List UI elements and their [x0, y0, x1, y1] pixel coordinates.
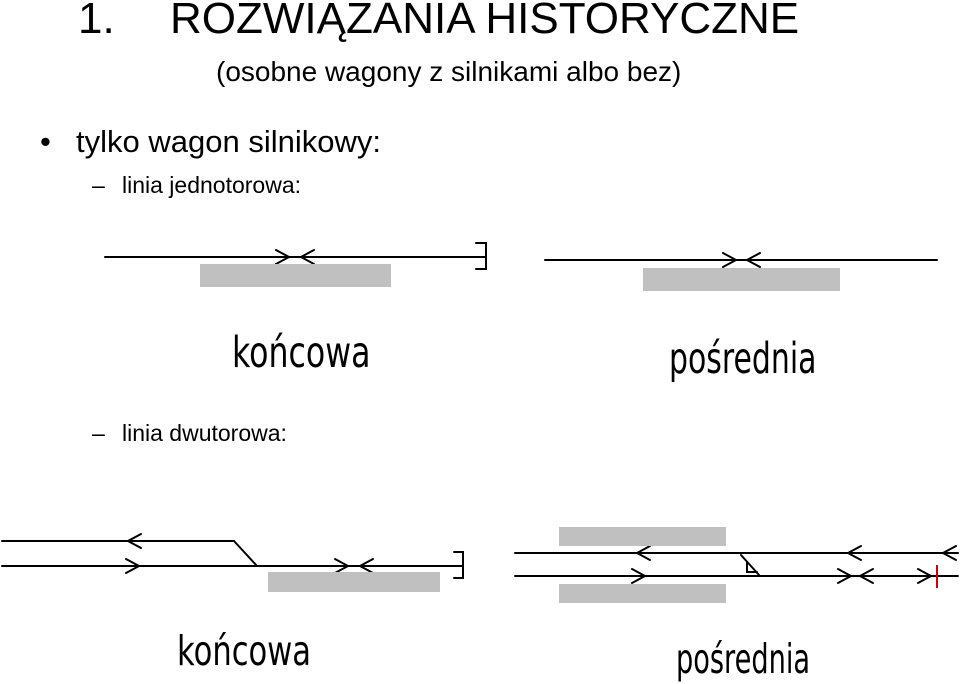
arrow-right — [275, 249, 292, 265]
sub-item-single: –linia jednotorowa: — [92, 172, 301, 198]
label-double-terminal: końcowa — [177, 628, 311, 676]
arrow-left — [298, 249, 315, 265]
arrow-right — [837, 568, 854, 584]
arrow-left — [125, 533, 142, 549]
arrow-left — [634, 545, 651, 561]
arrow-right — [917, 568, 934, 584]
label-double-intermediate: pośrednia — [676, 637, 810, 684]
slide-subtitle: (osobne wagony z silnikami albo bez) — [216, 56, 682, 87]
platform — [643, 268, 840, 291]
crossover-arrow — [746, 561, 758, 573]
arrow-left — [940, 545, 957, 561]
arrow-left — [845, 545, 862, 561]
buffer-stop — [475, 242, 487, 270]
dash-marker: – — [92, 420, 105, 446]
single-track-terminal-diagram — [104, 242, 487, 270]
arrow-right — [722, 252, 739, 268]
platform — [559, 584, 726, 603]
bullet-item: • tylko wagon silnikowy: — [40, 124, 381, 160]
label-single-terminal: końcowa — [232, 327, 370, 377]
double-track-terminal-diagram — [1, 533, 464, 579]
slide-title-text: ROZWIĄZANIA HISTORYCZNE — [170, 0, 800, 43]
dash-marker: – — [92, 172, 105, 198]
slide-number: 1. — [78, 0, 115, 43]
arrow-left — [744, 252, 761, 268]
arrow-left — [357, 558, 374, 574]
arrow-right — [125, 558, 142, 574]
sub-item-double-text: linia dwutorowa: — [122, 420, 287, 446]
double-track-intermediate-diagram — [514, 545, 959, 584]
arrow-right — [334, 558, 351, 574]
slide-title: 1. ROZWIĄZANIA HISTORYCZNE — [78, 0, 799, 44]
platform — [268, 572, 440, 592]
bullet-text: tylko wagon silnikowy: — [76, 124, 381, 159]
platform — [559, 527, 726, 546]
platform — [200, 264, 391, 287]
bullet-dot: • — [40, 124, 51, 159]
buffer-stop — [453, 551, 464, 579]
arrow-left — [857, 568, 874, 584]
sub-item-double: –linia dwutorowa: — [92, 420, 287, 446]
label-single-intermediate: pośrednia — [669, 334, 817, 384]
arrow-right — [631, 568, 648, 584]
sub-item-single-text: linia jednotorowa: — [122, 172, 302, 198]
switch-line — [233, 540, 258, 567]
single-track-intermediate-diagram — [544, 252, 938, 268]
